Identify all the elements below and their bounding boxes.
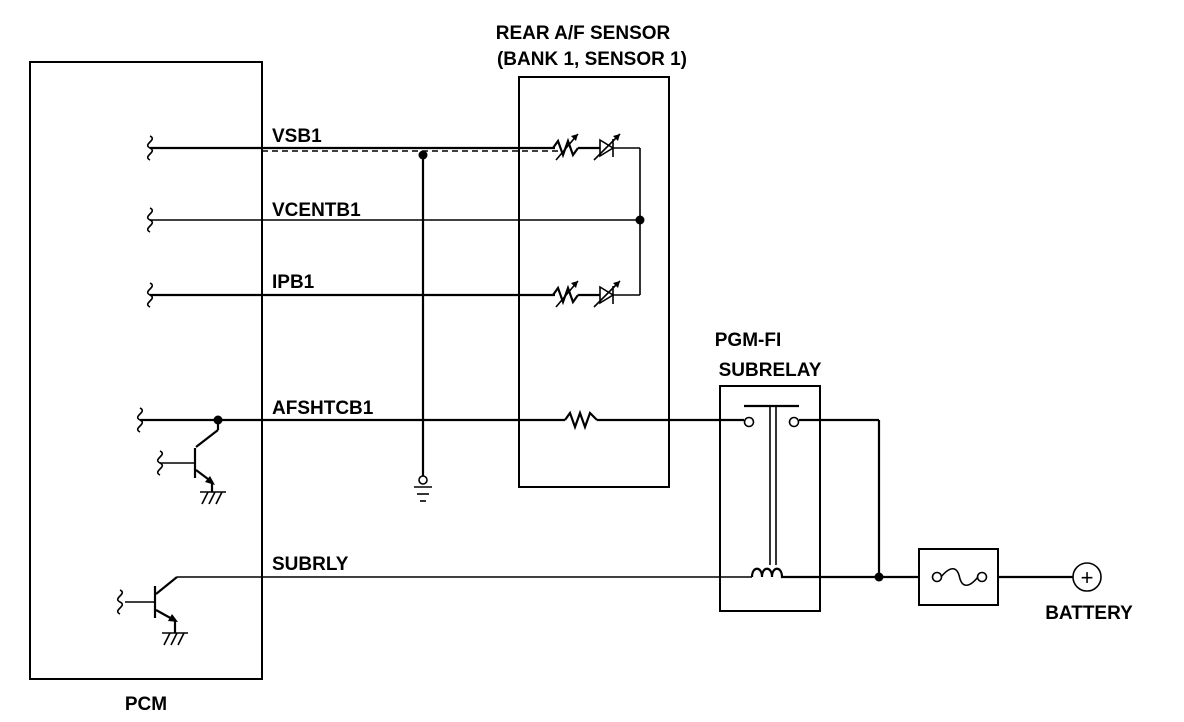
sensor-center-junction-dot [635, 215, 645, 225]
sensor-heater-resistor [564, 409, 598, 431]
subrelay-coil [750, 567, 786, 579]
pcm-connector-marks [136, 135, 154, 433]
pcm-label: PCM [125, 694, 167, 715]
heater-control-transistor [156, 420, 226, 505]
subrelay-control-transistor [116, 576, 188, 646]
power-junction-dot [874, 572, 884, 582]
sensor-title-line2: (BANK 1, SENSOR 1) [497, 49, 687, 70]
battery-terminal: + [1072, 562, 1102, 592]
battery-label: BATTERY [1045, 603, 1133, 624]
sensor-variable-diode-bottom [593, 280, 621, 308]
subrelay-title-line2: SUBRELAY [719, 360, 822, 381]
ground-symbol [414, 475, 432, 502]
wire-label-afshtcb1: AFSHTCB1 [272, 398, 374, 419]
shield-junction-dot [418, 150, 428, 160]
fuse [918, 548, 999, 606]
sensor-box [518, 76, 670, 488]
sensor-variable-resistor-top [552, 133, 579, 161]
pcm-box [29, 61, 263, 680]
wire-label-subrly: SUBRLY [272, 554, 349, 575]
subrelay-switch-contacts [743, 404, 800, 565]
subrelay-box [719, 385, 821, 612]
sensor-variable-resistor-bottom [552, 280, 579, 308]
battery-plus-symbol: + [1081, 565, 1094, 590]
subrelay-title-line1: PGM-FI [715, 330, 782, 351]
sensor-title-line1: REAR A/F SENSOR [496, 23, 671, 44]
wire-label-ipb1: IPB1 [272, 272, 315, 293]
wire-label-vsb1: VSB1 [272, 126, 322, 147]
wire-label-vcentb1: VCENTB1 [272, 200, 361, 221]
